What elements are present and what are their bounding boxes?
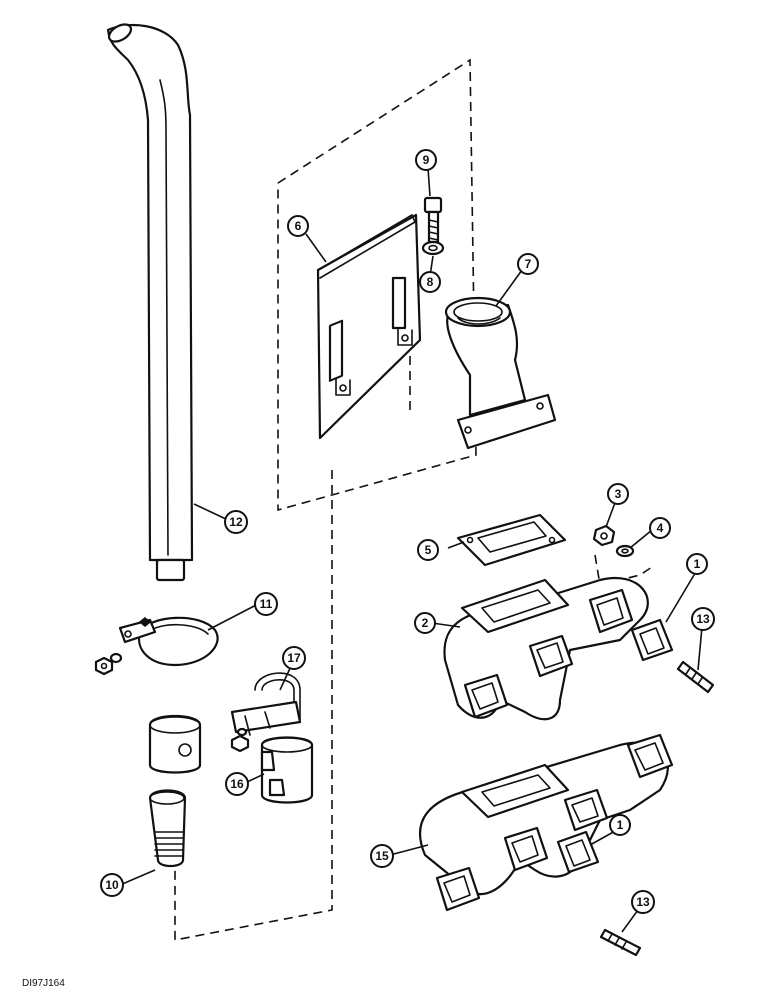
nut — [592, 524, 616, 547]
clamp-nuts — [94, 652, 123, 676]
callout-2: 2 — [414, 612, 436, 634]
callout-9: 9 — [415, 149, 437, 171]
callout-label: 9 — [423, 153, 430, 167]
callout-label: 13 — [696, 612, 710, 626]
callout-1b: 1 — [609, 814, 631, 836]
pipe-clamp — [118, 616, 219, 667]
callout-7: 7 — [517, 253, 539, 275]
callout-label: 7 — [525, 257, 532, 271]
exhaust-elbow — [444, 296, 557, 450]
stud-lower — [599, 928, 642, 957]
callout-label: 16 — [230, 777, 244, 791]
callout-1a: 1 — [686, 553, 708, 575]
callout-4: 4 — [649, 517, 671, 539]
heat-shield — [316, 213, 422, 440]
stud-upper — [676, 660, 715, 694]
callout-label: 6 — [295, 219, 302, 233]
callout-label: 4 — [657, 521, 664, 535]
callout-label: 17 — [287, 651, 301, 665]
callout-12: 12 — [224, 510, 248, 534]
flex-pipe — [148, 789, 187, 868]
washer — [421, 240, 445, 256]
callout-label: 5 — [425, 543, 432, 557]
callout-10: 10 — [100, 873, 124, 897]
callout-label: 10 — [105, 878, 119, 892]
port-gasket-lower — [556, 830, 600, 874]
lock-washer — [615, 544, 635, 558]
callout-label: 1 — [694, 557, 701, 571]
drawing-code: DI97J164 — [22, 978, 65, 989]
callout-16: 16 — [225, 772, 249, 796]
exhaust-pipe — [106, 23, 194, 582]
u-bolt — [230, 672, 302, 736]
port-gasket-upper — [630, 618, 674, 662]
callout-5: 5 — [417, 539, 439, 561]
callout-label: 3 — [615, 487, 622, 501]
u-bolt-nuts — [230, 727, 250, 753]
callout-label: 12 — [229, 515, 243, 529]
pipe-collar — [148, 715, 202, 774]
callout-3: 3 — [607, 483, 629, 505]
gasket — [456, 513, 567, 567]
callout-11: 11 — [254, 592, 278, 616]
callout-13a: 13 — [691, 607, 715, 631]
callout-label: 2 — [422, 616, 429, 630]
callout-6: 6 — [287, 215, 309, 237]
callout-label: 15 — [375, 849, 389, 863]
callout-label: 1 — [617, 818, 624, 832]
callout-label: 13 — [636, 895, 650, 909]
leader-lines — [119, 167, 703, 933]
callout-15: 15 — [370, 844, 394, 868]
adapter-sleeve — [260, 736, 314, 804]
callout-label: 8 — [427, 275, 434, 289]
callout-8: 8 — [419, 271, 441, 293]
callout-17: 17 — [282, 646, 306, 670]
exhaust-manifold-upper — [443, 577, 649, 721]
callout-label: 11 — [260, 597, 273, 611]
bolt — [423, 196, 443, 244]
callout-13b: 13 — [631, 890, 655, 914]
exhaust-manifold-lower — [419, 733, 674, 912]
